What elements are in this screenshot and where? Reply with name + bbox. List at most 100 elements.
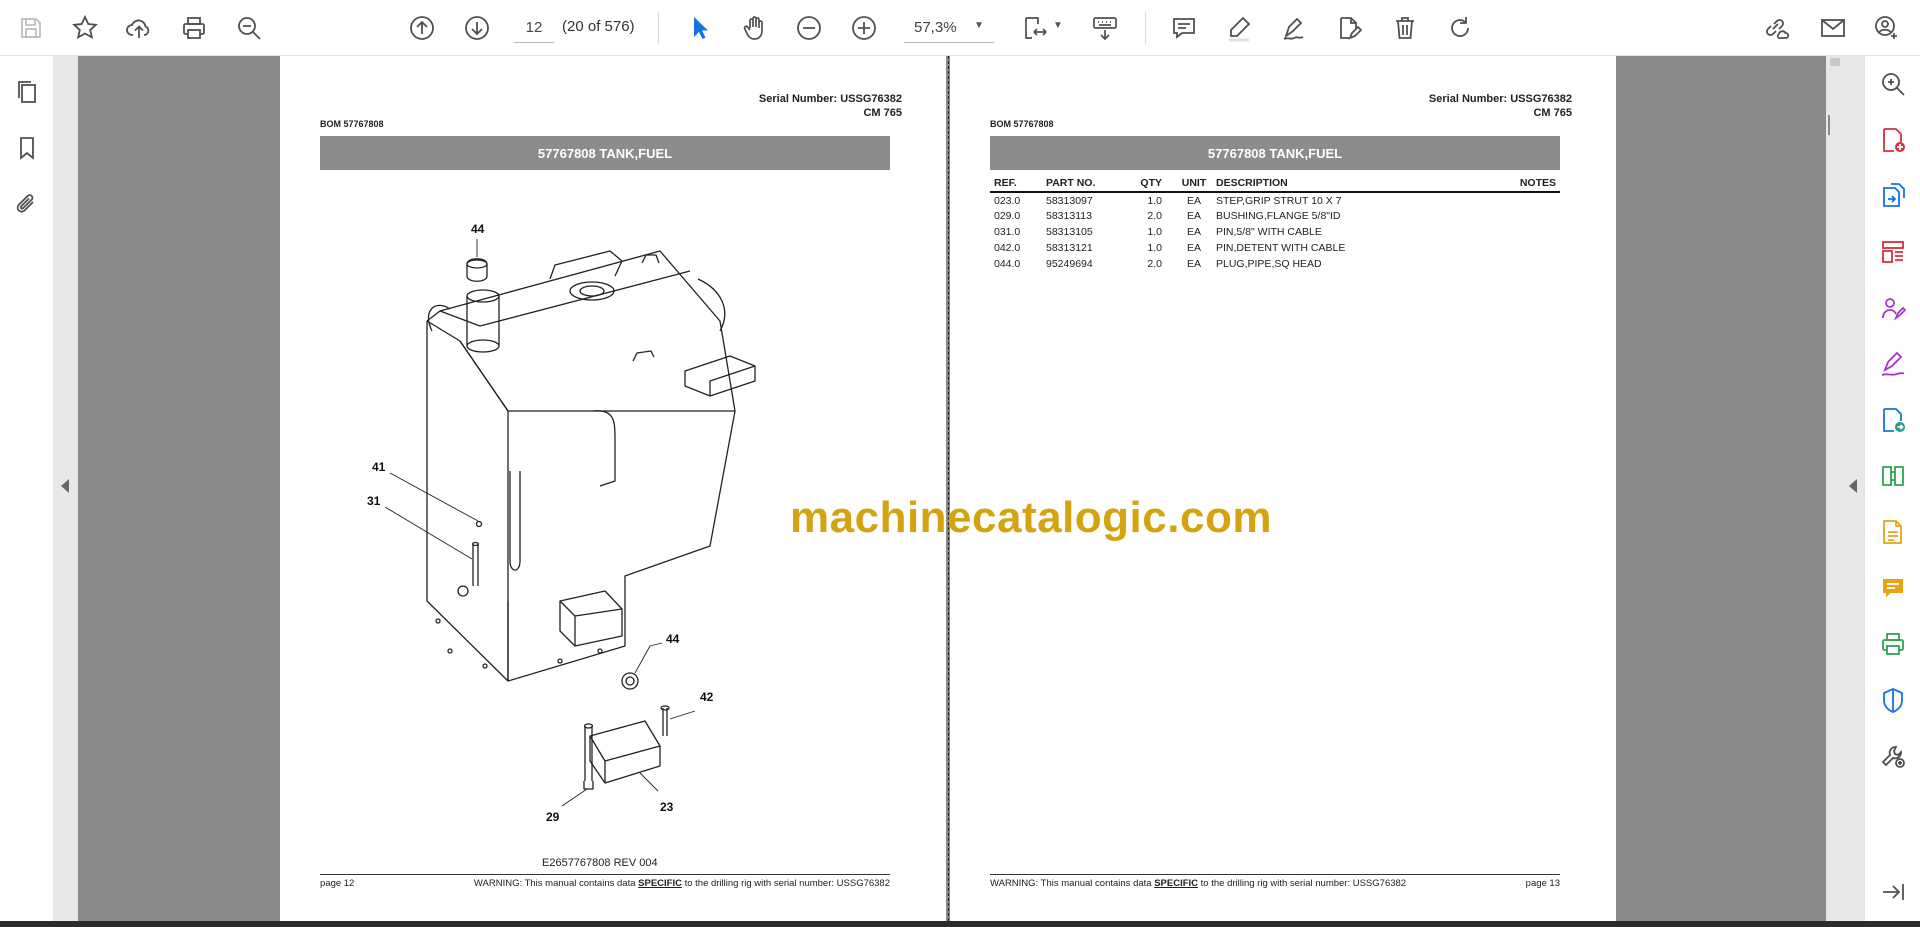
footer-warning: WARNING: This manual contains data SPECI… [990, 878, 1406, 889]
chevron-down-icon[interactable]: ▼ [974, 20, 984, 31]
page-fit-chevron-icon[interactable]: ▼ [1053, 20, 1063, 31]
pdf-add-icon [1883, 128, 1905, 152]
table-row: 031.0 58313105 1.0 EA PIN,5/8" WITH CABL… [990, 224, 1560, 240]
print-production-button[interactable] [1877, 628, 1909, 660]
document-viewport[interactable]: Serial Number: USSG76382 CM 765 BOM 5776… [78, 56, 1826, 921]
create-pdf-button[interactable] [1877, 124, 1909, 156]
cell-description: PIN,DETENT WITH CABLE [1216, 242, 1346, 254]
upload-cloud-button[interactable] [120, 9, 158, 47]
toolbar-divider [658, 12, 659, 44]
right-panel-toggle[interactable] [1844, 56, 1864, 921]
organize-pages-button[interactable] [1877, 236, 1909, 268]
leader-42 [669, 710, 696, 720]
account-button[interactable] [1868, 9, 1906, 47]
print-button[interactable] [175, 9, 213, 47]
toolbar-divider [1145, 12, 1146, 44]
cell-unit: EA [1186, 226, 1201, 238]
comment-tool-doc-button[interactable] [1877, 516, 1909, 548]
front-handle [509, 471, 521, 571]
page-fit-button[interactable] [1016, 9, 1054, 47]
paperclip-icon [16, 194, 34, 213]
pin-31 [472, 544, 479, 586]
protect-button[interactable] [1877, 684, 1909, 716]
search-tool-button[interactable] [1877, 68, 1909, 100]
footer-page-number: page 13 [1525, 878, 1560, 889]
find-zoom-button[interactable] [230, 9, 268, 47]
collapse-tools-button[interactable] [1877, 876, 1909, 908]
leader-31 [384, 506, 473, 560]
add-comment-button[interactable] [1165, 9, 1203, 47]
zoom-out-button[interactable] [790, 9, 828, 47]
grip-step-23-edge [589, 735, 661, 783]
export-file-button[interactable] [1877, 404, 1909, 436]
pin-42 [662, 708, 668, 736]
filler-neck-body [466, 296, 500, 346]
rotate-clockwise-icon [1451, 17, 1469, 37]
page-count-label: (20 of 576) [562, 18, 635, 35]
highlight-button[interactable] [1220, 9, 1258, 47]
arrow-up-circle-icon [410, 16, 434, 40]
footer-warning-text: to the drilling rig with serial number: … [681, 878, 890, 889]
vertical-scrollbar[interactable] [1826, 56, 1844, 921]
cell-description: BUSHING,FLANGE 5/8"ID [1216, 210, 1341, 222]
save-button[interactable] [12, 9, 50, 47]
hand-icon [743, 16, 763, 40]
draw-button[interactable] [1275, 9, 1313, 47]
fill-sign-button[interactable] [1877, 348, 1909, 380]
bookmarks-button[interactable] [11, 132, 43, 164]
scrollbar-thumb[interactable] [1830, 58, 1840, 66]
page-number-input[interactable] [514, 13, 554, 43]
plug-44-bottom [621, 672, 639, 690]
highlighter-pen-icon [1229, 16, 1251, 42]
export-pdf-button[interactable] [1877, 180, 1909, 212]
header-unit: UNIT [1176, 174, 1212, 193]
lower-box [559, 590, 623, 647]
taskbar-strip [0, 921, 1920, 927]
left-panel-toggle[interactable] [54, 56, 78, 921]
scroll-position-marker [1828, 115, 1830, 135]
spread-divider [948, 56, 949, 921]
header-notes: NOTES [1475, 174, 1560, 193]
cell-qty: 2.0 [1147, 210, 1162, 222]
scroll-mode-button[interactable] [1086, 9, 1124, 47]
cell-description: PLUG,PIPE,SQ HEAD [1216, 258, 1322, 270]
top-small-handle [632, 350, 655, 362]
cell-part-no: 58313121 [1046, 242, 1093, 254]
cell-unit: EA [1186, 210, 1201, 222]
cell-notes [1475, 240, 1560, 256]
cell-unit: EA [1186, 242, 1201, 254]
user-add-icon [1875, 16, 1897, 39]
center-handle [592, 410, 616, 487]
request-signatures-button[interactable] [1877, 292, 1909, 324]
compare-files-button[interactable] [1877, 460, 1909, 492]
table-header-row: REF. PART NO. QTY UNIT DESCRIPTION NOTES [990, 174, 1560, 193]
email-button[interactable] [1814, 9, 1852, 47]
page-thumbnails-button[interactable] [11, 76, 43, 108]
zoom-search-icon [1882, 73, 1905, 96]
next-page-button[interactable] [458, 9, 496, 47]
trash-icon [1396, 17, 1414, 39]
zoom-in-button[interactable] [845, 9, 883, 47]
rotate-button[interactable] [1441, 9, 1479, 47]
callout-23: 23 [660, 800, 674, 814]
attachments-button[interactable] [11, 188, 43, 220]
header-ref: REF. [990, 174, 1042, 193]
hand-tool-button[interactable] [736, 9, 774, 47]
comment-panel-button[interactable] [1877, 572, 1909, 604]
callout-42: 42 [700, 690, 714, 704]
cell-part-no: 58313113 [1046, 210, 1092, 222]
plug-44-top-cap [466, 259, 488, 269]
select-tool-button[interactable] [681, 9, 719, 47]
zoom-level-dropdown[interactable]: 57,3% [904, 13, 994, 43]
bookmark-star-button[interactable] [66, 9, 104, 47]
bushing-29 [584, 726, 593, 781]
cell-description: STEP,GRIP STRUT 10 X 7 [1216, 194, 1342, 207]
delete-button[interactable] [1386, 9, 1424, 47]
previous-page-button[interactable] [403, 9, 441, 47]
share-link-button[interactable] [1757, 9, 1795, 47]
leader-41 [389, 472, 479, 522]
mount-hole [447, 648, 453, 654]
edit-document-button[interactable] [1330, 9, 1368, 47]
more-tools-button[interactable] [1877, 740, 1909, 772]
